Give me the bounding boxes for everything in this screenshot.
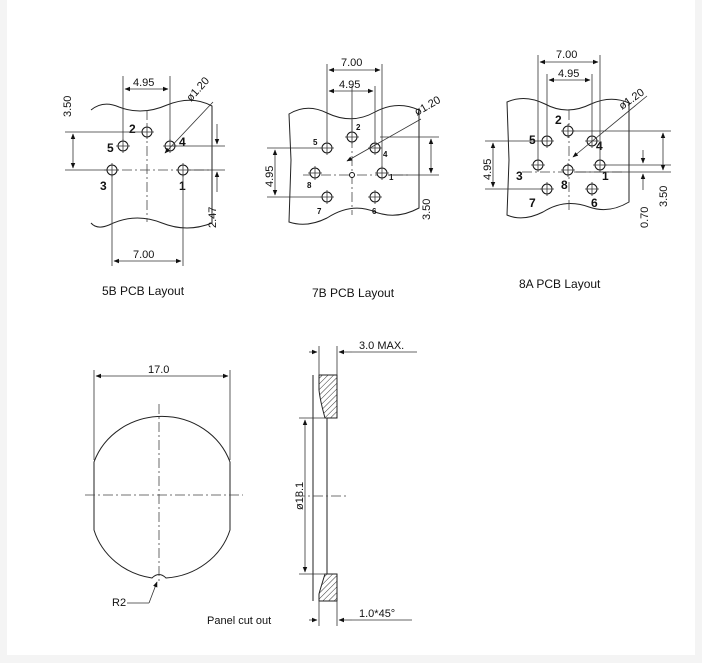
dim-pitch-7b: 4.95 [339, 79, 360, 91]
caption-5b: 5B PCB Layout [102, 284, 185, 298]
dim-right-7b: 3.50 [421, 199, 433, 220]
pin-label: 5 [107, 141, 114, 155]
dim-width-5b: 7.00 [133, 249, 154, 261]
dim-pitch-8a: 4.95 [558, 68, 579, 80]
pin-label: 5 [529, 133, 536, 147]
caption-panel: Panel cut out [207, 615, 271, 627]
panel-section-view: ø18.1 3.0 MAX. 1.0*45° [294, 340, 417, 626]
pin-label: 3 [100, 179, 107, 193]
pin-label: 4 [179, 135, 186, 149]
cutout-outline [93, 415, 231, 579]
dim-right-b-8a: 3.50 [658, 186, 670, 207]
pin-label: 4 [383, 150, 388, 159]
technical-drawing: 2 5 4 3 1 4.95 3.50 2.47 7.00 ø1.20 5B P… [62, 49, 671, 627]
pin-label: 7 [317, 207, 322, 216]
layout-8a: 2 5 4 3 1 8 7 6 7.00 4.95 4.95 0.70 3.50… [482, 49, 671, 291]
dim-hole-5b: ø1.20 [184, 75, 212, 104]
pin-label: 6 [591, 196, 598, 210]
pcb-outline-8a [506, 98, 630, 219]
pin-label: 8 [561, 178, 568, 192]
holes-7b [308, 130, 389, 204]
dim-radius: R2 [112, 597, 126, 609]
pin-label: 6 [372, 207, 377, 216]
pin-label: 1 [602, 169, 609, 183]
pin-label: 1 [389, 173, 394, 182]
holes-5b [105, 125, 190, 177]
dim-right-a-8a: 0.70 [639, 207, 651, 228]
pin-label: 2 [555, 113, 562, 127]
pcb-outline-5b [90, 99, 213, 229]
section-top-hatch [318, 374, 338, 419]
pin-label: 4 [596, 139, 603, 153]
pin-label: 2 [356, 123, 361, 132]
dim-thickness: 3.0 MAX. [359, 340, 404, 352]
caption-7b: 7B PCB Layout [312, 286, 395, 300]
pcb-outline-7b [288, 105, 420, 225]
pin-label: 5 [313, 138, 318, 147]
dim-bottom-5b: 2.47 [207, 207, 219, 228]
dim-left-7b: 4.95 [264, 166, 276, 187]
drawing-sheet: 2 5 4 3 1 4.95 3.50 2.47 7.00 ø1.20 5B P… [7, 0, 695, 655]
dim-left-8a: 4.95 [482, 159, 494, 180]
dim-hole-7b: ø1.20 [413, 94, 443, 118]
dim-chamfer: 1.0*45° [359, 608, 395, 620]
section-bottom-hatch [318, 573, 338, 602]
pin-label: 8 [307, 181, 312, 190]
pin-label: 3 [516, 169, 523, 183]
dim-width-17: 17.0 [148, 364, 169, 376]
dim-width-8a: 7.00 [556, 49, 577, 61]
layout-7b: 2 5 4 8 1 7 6 7.00 4.95 4.95 3.50 ø1.20 … [264, 57, 443, 300]
dim-top-5b: 3.50 [62, 96, 74, 117]
pin-label: 2 [129, 122, 136, 136]
pin-label: 1 [179, 179, 186, 193]
pin-label: 7 [529, 196, 536, 210]
dim-pitch-5b: 4.95 [133, 77, 154, 89]
layout-5b: 2 5 4 3 1 4.95 3.50 2.47 7.00 ø1.20 5B P… [62, 75, 225, 298]
caption-8a: 8A PCB Layout [519, 277, 601, 291]
panel-cutout-view: 17.0 R2 Panel cut out [85, 364, 271, 627]
dim-width-7b: 7.00 [341, 57, 362, 69]
